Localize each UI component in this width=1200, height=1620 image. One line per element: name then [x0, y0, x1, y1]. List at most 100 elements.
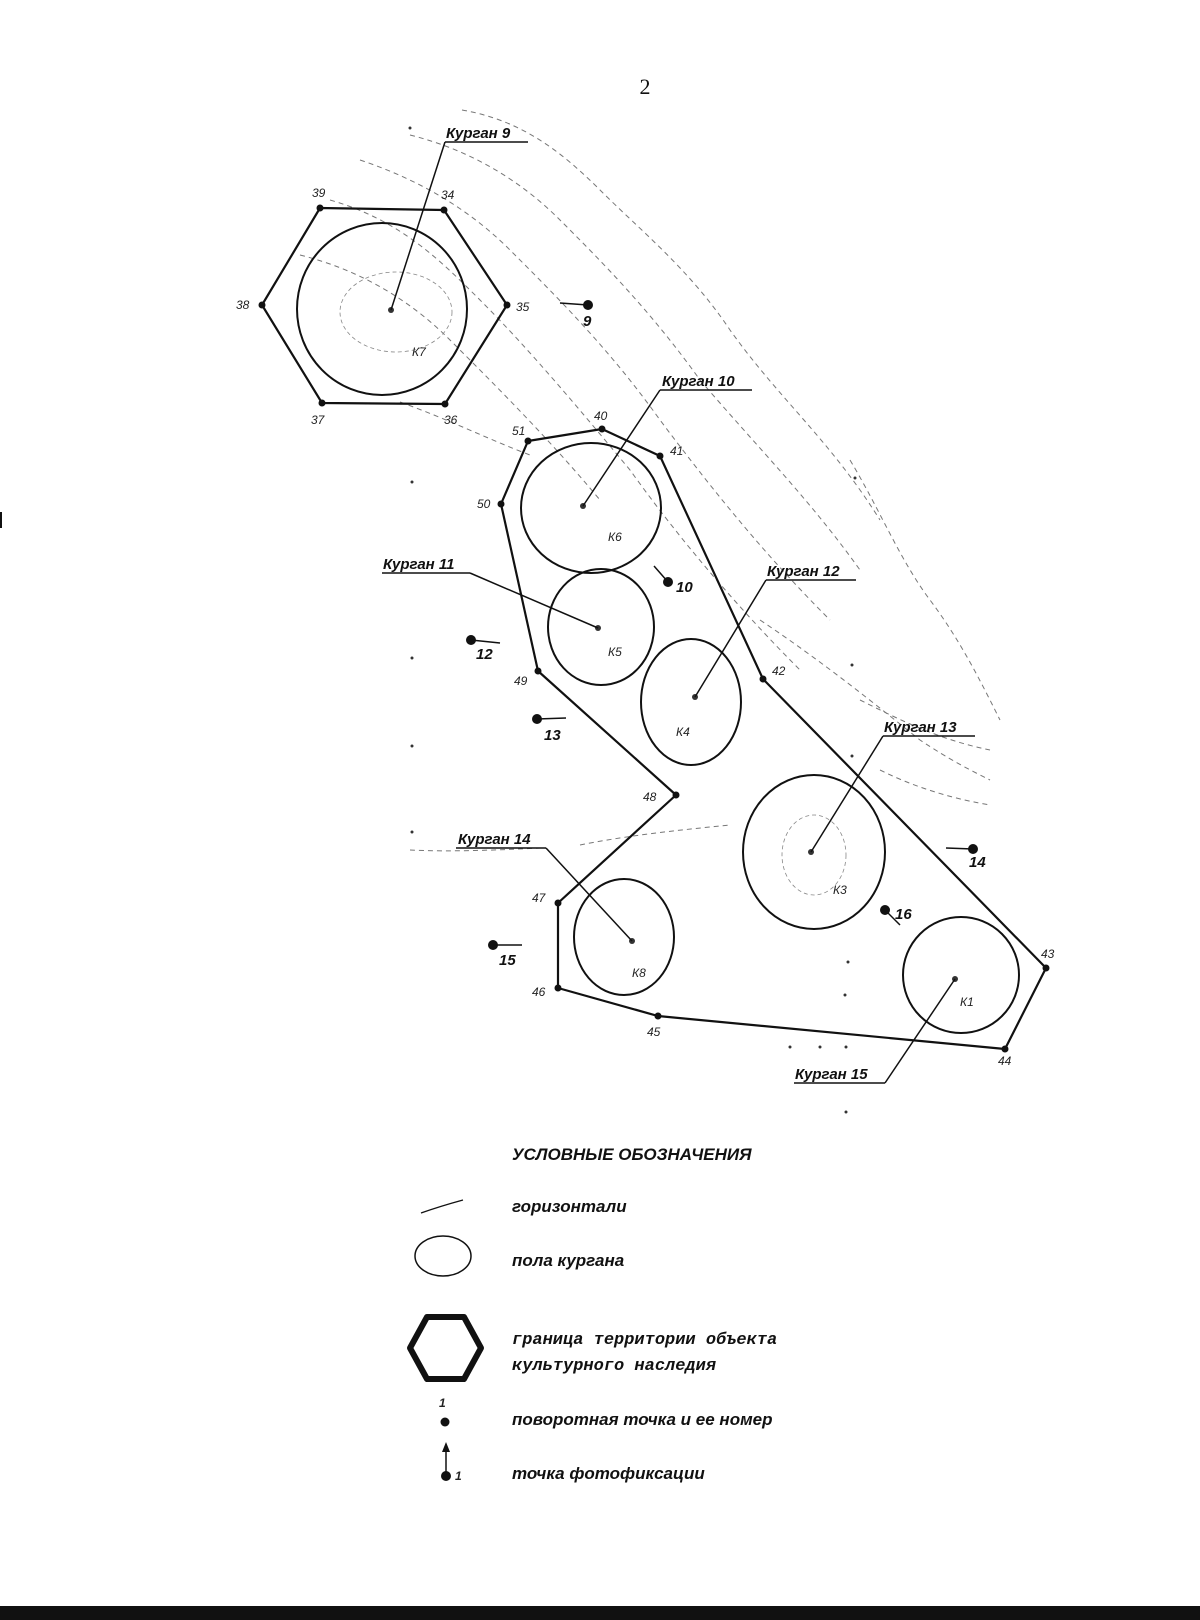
scan-left-mark: [0, 512, 2, 528]
boundary-legend-icon: [407, 1314, 484, 1382]
turning-point: 35: [503, 300, 530, 314]
boundary-polygon-main: [499, 427, 1048, 1051]
svg-text:49: 49: [514, 674, 528, 688]
svg-text:46: 46: [532, 985, 546, 999]
legend-turning-point-label: поворотная точка и ее номер: [512, 1410, 773, 1429]
svg-text:41: 41: [670, 444, 683, 458]
svg-text:51: 51: [512, 424, 525, 438]
turning-point-legend-number: 1: [439, 1396, 446, 1410]
photo-point: 12: [466, 635, 501, 663]
svg-text:13: 13: [544, 727, 561, 744]
photo-point: 14: [945, 844, 986, 871]
mound-kurgan-10: К6: [520, 442, 662, 574]
svg-text:50: 50: [477, 497, 491, 511]
kurgan-label-9: Курган 9: [390, 125, 528, 311]
mound-mark: К7: [412, 345, 427, 359]
svg-text:15: 15: [499, 952, 516, 969]
svg-text:Курган 12: Курган 12: [767, 563, 840, 580]
legend-photo-point-label: точка фотофиксации: [512, 1464, 705, 1483]
turning-point: 50: [477, 497, 505, 511]
kurgan-labels: Курган 9 Курган 10 Курган 11 Курган 12 К…: [382, 125, 975, 1084]
svg-text:35: 35: [516, 300, 530, 314]
svg-text:Курган 11: Курган 11: [383, 556, 454, 573]
svg-text:38: 38: [236, 298, 250, 312]
mound-mark: К6: [608, 530, 622, 544]
photo-point-legend-number: 1: [455, 1469, 462, 1483]
turning-point: 48: [643, 790, 680, 804]
svg-text:Курган 13: Курган 13: [884, 719, 957, 736]
mound-mark: К5: [608, 645, 622, 659]
svg-text:Курган 15: Курган 15: [795, 1066, 868, 1083]
page-number: 2: [640, 74, 651, 99]
turning-point: 34: [440, 188, 455, 214]
photo-points: 9 10 12 13 14 15 16: [466, 300, 986, 969]
turning-point: 44: [998, 1045, 1012, 1068]
scan-bottom-edge: [0, 1606, 1200, 1620]
turning-point: 37: [311, 399, 326, 427]
turning-point: 51: [512, 424, 532, 445]
svg-text:42: 42: [772, 664, 786, 678]
turning-point: 39: [312, 186, 326, 212]
turning-point: 49: [514, 667, 542, 688]
mound-kurgan-14: К8: [573, 878, 675, 996]
legend-contours-label: горизонтали: [512, 1197, 627, 1216]
mound-legend-icon: [414, 1235, 472, 1277]
kurgan-label-14: Курган 14: [456, 831, 633, 942]
photo-point: 10: [653, 565, 693, 596]
svg-text:14: 14: [969, 854, 986, 871]
turning-points: 34 35 36 37 38 39 40 41 42 43 44 45 46 4…: [236, 186, 1055, 1068]
boundary-polygon-kurgan-9: [260, 206, 509, 406]
mound-kurgan-15: К1: [902, 916, 1020, 1034]
turning-point: 38: [236, 298, 266, 312]
photo-point: 16: [880, 905, 912, 926]
svg-text:10: 10: [676, 579, 693, 596]
photo-point: 15: [488, 940, 522, 969]
legend-mound-label: пола кургана: [512, 1251, 624, 1270]
turning-point: 41: [656, 444, 683, 460]
svg-text:9: 9: [583, 313, 592, 330]
legend-title: УСЛОВНЫЕ ОБОЗНАЧЕНИЯ: [512, 1145, 752, 1164]
svg-text:Курган 10: Курган 10: [662, 373, 735, 390]
turning-point: 40: [594, 409, 608, 433]
mound-mark: К1: [960, 995, 974, 1009]
svg-text:37: 37: [311, 413, 326, 427]
turning-point: 46: [532, 984, 562, 999]
photo-point-legend-icon: [441, 1442, 451, 1481]
turning-point: 47: [532, 891, 562, 907]
svg-text:43: 43: [1041, 947, 1055, 961]
mound-kurgan-11: К5: [547, 568, 655, 686]
turning-point-legend-icon: [440, 1417, 450, 1427]
kurgan-label-13: Курган 13: [810, 719, 975, 853]
legend-boundary-label-2: культурного наследия: [512, 1357, 716, 1376]
svg-text:47: 47: [532, 891, 547, 905]
mound-mark: К4: [676, 725, 690, 739]
svg-text:16: 16: [895, 906, 912, 923]
mound-kurgan-12: К4: [640, 638, 742, 766]
kurgan-label-11: Курган 11: [382, 556, 599, 629]
turning-point: 45: [647, 1012, 662, 1039]
svg-text:36: 36: [444, 413, 458, 427]
svg-text:48: 48: [643, 790, 657, 804]
legend-boundary-label-1: граница территории объекта: [512, 1331, 777, 1350]
kurgan-label-15: Курган 15: [794, 978, 956, 1084]
mound-mark: К3: [833, 883, 847, 897]
photo-point: 9: [559, 300, 593, 330]
mounds: К7 К6 К5 К4 К3 К8 К1: [296, 222, 1020, 1034]
svg-text:34: 34: [441, 188, 455, 202]
turning-point: 43: [1041, 947, 1055, 972]
mound-kurgan-13: К3: [742, 774, 886, 930]
svg-text:Курган 14: Курган 14: [458, 831, 531, 848]
svg-text:Курган 9: Курган 9: [446, 125, 511, 142]
svg-text:39: 39: [312, 186, 326, 200]
elevation-marks: [388, 126, 958, 1114]
contour-legend-icon: [420, 1199, 464, 1214]
photo-point: 13: [532, 714, 567, 744]
kurgan-label-10: Курган 10: [582, 373, 752, 507]
kurgan-label-12: Курган 12: [694, 563, 856, 698]
svg-text:44: 44: [998, 1054, 1012, 1068]
mound-kurgan-9: К7: [296, 222, 468, 396]
legend: УСЛОВНЫЕ ОБОЗНАЧЕНИЯ горизонтали пола ку…: [407, 1145, 777, 1483]
svg-text:45: 45: [647, 1025, 661, 1039]
turning-point: 42: [759, 664, 786, 683]
mound-mark: К8: [632, 966, 646, 980]
